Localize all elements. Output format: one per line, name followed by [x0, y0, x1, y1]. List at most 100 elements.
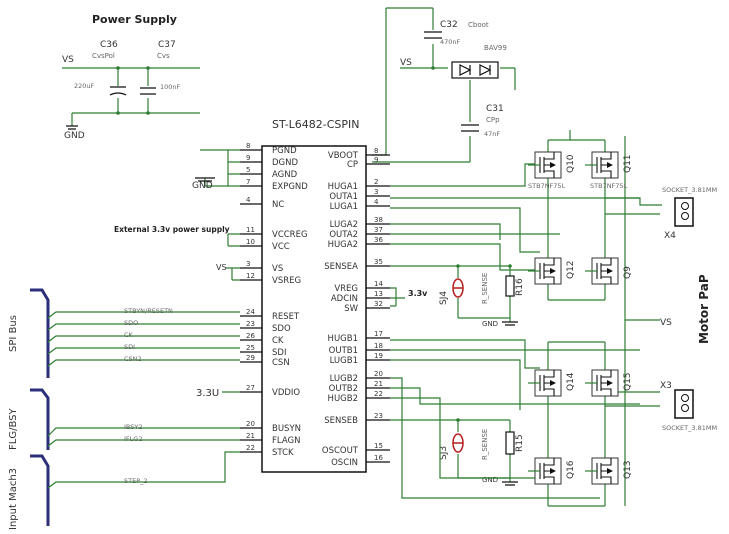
- ic-pin-number: 24: [246, 308, 255, 316]
- ic-pin-name: OUTA2: [329, 230, 358, 240]
- ic-pin-name: VDDIO: [272, 388, 300, 398]
- ic-pin-name: STCK: [272, 448, 294, 458]
- svg-text:C32: C32: [440, 20, 458, 30]
- ic-pin-name: EXPGND: [272, 182, 308, 192]
- junction: [146, 111, 150, 115]
- ic-pin-number: 23: [246, 320, 255, 328]
- ic-pin-number: 7: [246, 178, 250, 186]
- svg-text:Cboot: Cboot: [468, 21, 489, 29]
- net-label: IFLG2: [124, 435, 142, 443]
- ic-pin-number: 12: [246, 272, 255, 280]
- ic-pin-number: 21: [246, 432, 255, 440]
- c31-capacitor: C31 CPp 47nF: [461, 104, 504, 138]
- x4-connector[interactable]: SOCKET_3.81MM X4: [662, 186, 717, 241]
- flg-bsy-bus-line[interactable]: [30, 388, 50, 450]
- ic-pin-number: 22: [246, 444, 255, 452]
- ic-pin-name: VSREG: [272, 276, 301, 286]
- gnd-symbol-top: [66, 125, 78, 130]
- r16-resistor: R16 R_SENSE GND: [481, 273, 525, 328]
- sense-wires: [390, 265, 511, 482]
- ic-pin-name: HUGB1: [328, 334, 358, 344]
- ic-pin-name: CSN: [272, 358, 290, 368]
- mosfet-label: Q11: [623, 154, 633, 173]
- ic-l6482-body: [261, 145, 367, 473]
- bav99-diode: BAV99: [451, 44, 507, 79]
- ic-pin-name: OSCIN: [331, 458, 358, 468]
- svg-text:X4: X4: [664, 231, 676, 241]
- svg-text:CPp: CPp: [486, 116, 500, 124]
- motor-pap-label: Motor PaP: [697, 274, 711, 344]
- svg-text:470nF: 470nF: [440, 38, 461, 46]
- svg-text:SJ3: SJ3: [439, 446, 449, 460]
- ic-pin-name: LUGA1: [330, 202, 358, 212]
- svg-text:R_SENSE: R_SENSE: [481, 429, 489, 460]
- ic-pin-name: SDO: [272, 324, 291, 334]
- ic-pin-name: SENSEA: [324, 262, 358, 272]
- ic-pin-number: 5: [246, 166, 250, 174]
- svg-text:C37: C37: [158, 40, 176, 50]
- ic-pin-number: 9: [374, 156, 378, 164]
- ic-pin-name: VREG: [334, 284, 358, 294]
- ic-pin-name: HUGB2: [328, 394, 358, 404]
- ic-pin-name: HUGA2: [328, 240, 358, 250]
- mosfet-q9: Q9: [585, 257, 633, 285]
- bridge-wires: [547, 130, 606, 507]
- c36-capacitor: C36 CvsPol 220uF: [74, 40, 127, 96]
- vs-top-label: VS: [62, 55, 74, 65]
- net-label: CK: [124, 331, 134, 339]
- x3-connector[interactable]: X3 SOCKET_3.81MM: [660, 381, 717, 432]
- ic-pin-number: 17: [374, 330, 383, 338]
- ic-pin-name: OUTB1: [329, 346, 358, 356]
- external-33v-label: External 3.3v power supply: [114, 225, 230, 234]
- input-mach3-bus-line[interactable]: [30, 454, 50, 526]
- v33-left-label: 3.3U: [196, 388, 219, 399]
- mosfet-q13: Q13: [585, 457, 633, 485]
- vs-mid-label: VS: [400, 58, 412, 68]
- mosfet-label: Q15: [623, 372, 633, 391]
- ic-pin-name: NC: [272, 200, 284, 210]
- mosfet-q16: Q16: [528, 457, 576, 485]
- ic-pin-number: 22: [374, 390, 383, 398]
- svg-text:R_SENSE: R_SENSE: [481, 273, 489, 304]
- ic-pin-name: VCC: [272, 242, 290, 252]
- ic-pin-name: LUGB1: [330, 356, 358, 366]
- svg-text:C36: C36: [100, 40, 118, 50]
- ic-pin-name: CP: [347, 160, 358, 170]
- svg-text:220uF: 220uF: [74, 82, 95, 90]
- gnd-left-wires: [200, 149, 240, 187]
- v33-right-label: 3.3v: [408, 289, 428, 298]
- boot-wires: [372, 7, 516, 163]
- mosfet-label: Q13: [623, 460, 633, 479]
- ic-pin-number: 20: [374, 370, 383, 378]
- svg-text:X3: X3: [660, 381, 672, 391]
- spi-bus-line[interactable]: [30, 288, 50, 378]
- svg-text:SOCKET_3.81MM: SOCKET_3.81MM: [662, 424, 717, 432]
- ic-pin-name: CK: [272, 336, 284, 346]
- ic-pin-number: 15: [374, 442, 383, 450]
- net-label: STBYN/RESETN: [124, 307, 173, 315]
- ic-pin-name: PGND: [272, 146, 297, 156]
- power-supply-title: Power Supply: [92, 13, 177, 26]
- ic-left-pins: PGND8DGND9AGND5EXPGND7NC4VCCREG11VCC10VS…: [240, 142, 308, 458]
- ic-pin-name: LUGA2: [330, 220, 358, 230]
- ic-pin-number: 3: [374, 188, 378, 196]
- ic-pin-name: AGND: [272, 170, 298, 180]
- ic-pin-number: 13: [374, 290, 383, 298]
- ic-pin-name: ADCIN: [331, 294, 358, 304]
- mosfet-q14: Q14: [528, 369, 576, 397]
- power-supply-wires: [62, 67, 200, 126]
- junction: [431, 66, 435, 70]
- net-label: SDI: [124, 343, 135, 351]
- gnd-symbol-left: [195, 177, 215, 182]
- ic-pin-number: 10: [246, 238, 255, 246]
- ic-pin-number: 29: [246, 354, 255, 362]
- r15-resistor: R15 R_SENSE GND: [481, 429, 525, 486]
- gate-drive-wires: [390, 163, 640, 499]
- mosfet-label: Q16: [566, 460, 576, 479]
- mosfet-label: Q9: [623, 266, 633, 279]
- ic-pin-number: 11: [246, 226, 255, 234]
- svg-text:47nF: 47nF: [484, 130, 500, 138]
- ic-pin-number: 36: [374, 236, 383, 244]
- ic-pin-name: VBOOT: [328, 151, 359, 161]
